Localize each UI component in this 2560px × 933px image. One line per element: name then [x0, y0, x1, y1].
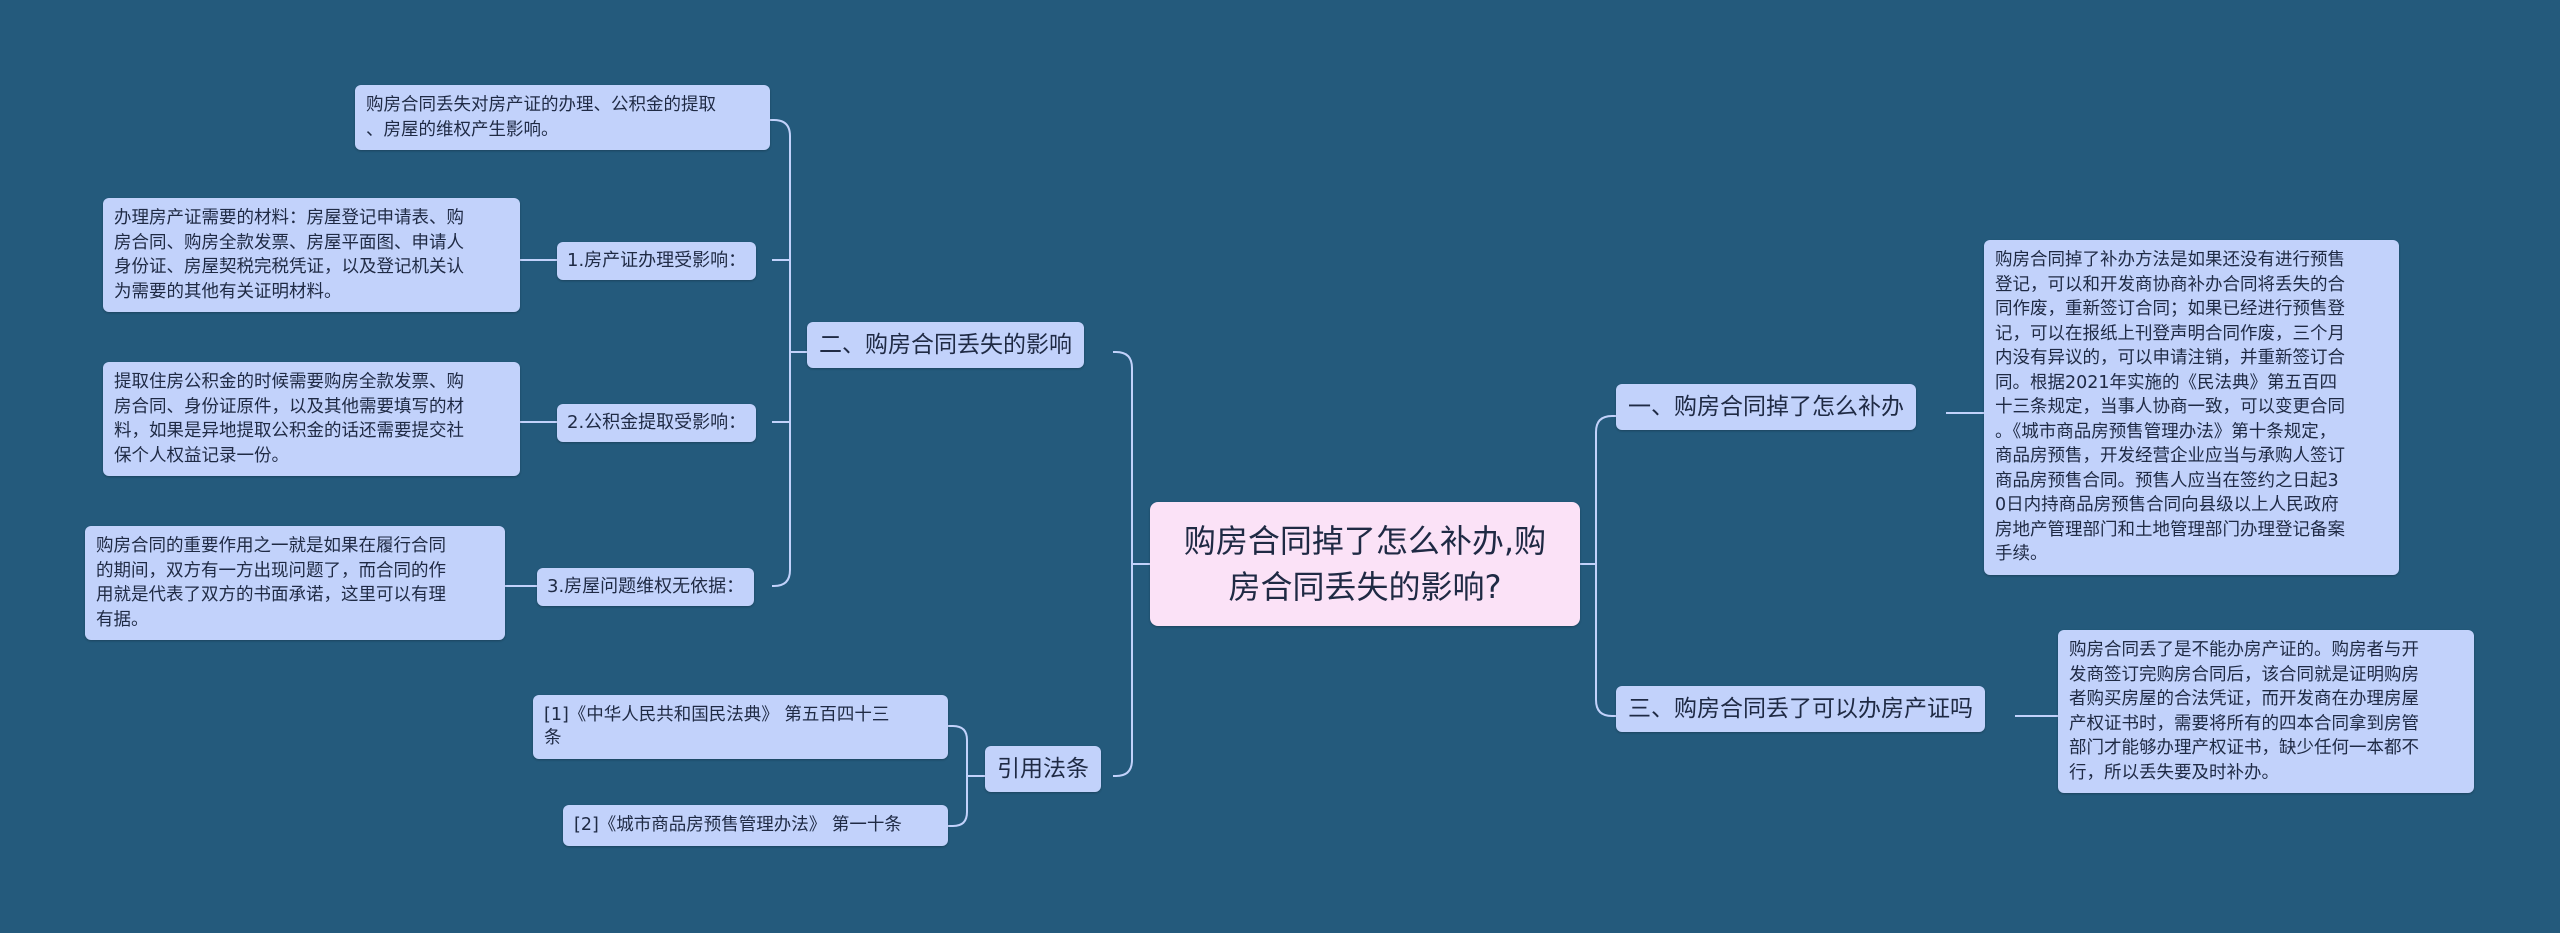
branch-how-to-reissue[interactable]: 一、购房合同掉了怎么补办	[1616, 384, 1916, 430]
detail-how-to-reissue: 购房合同掉了补办方法是如果还没有进行预售 登记，可以和开发商协商补办合同将丢失的…	[1984, 240, 2399, 575]
detail-can-get-certificate: 购房合同丢了是不能办房产证的。购房者与开 发商签订完购房合同后，该合同就是证明购…	[2058, 630, 2474, 793]
connector-impact-item-3	[772, 352, 791, 587]
impact-item-fund[interactable]: 2.公积金提取受影响：	[557, 404, 757, 442]
connector-refs-cite-2	[948, 776, 968, 827]
connector-root-left-impact	[1113, 351, 1150, 565]
impact-item-fund-detail: 提取住房公积金的时候需要购房全款发票、购 房合同、身份证原件，以及其他需要填写的…	[103, 362, 520, 476]
impact-item-certificate[interactable]: 1.房产证办理受影响：	[557, 242, 757, 280]
impact-item-rights[interactable]: 3.房屋问题维权无依据：	[537, 568, 755, 606]
connector-refs-cite-1	[948, 725, 985, 777]
connector-root-right-3	[1595, 564, 1616, 717]
impact-summary: 购房合同丢失对房产证的办理、公积金的提取 、房屋的维权产生影响。	[355, 85, 770, 150]
branch-legal-references[interactable]: 引用法条	[985, 746, 1101, 792]
impact-item-certificate-detail: 办理房产证需要的材料：房屋登记申请表、购 房合同、购房全款发票、房屋平面图、申请…	[103, 198, 520, 312]
connector-impact-summary	[770, 119, 807, 353]
reference-presale-regulation[interactable]: [2]《城市商品房预售管理办法》 第一十条	[563, 805, 948, 846]
connector-root-left-refs	[1113, 564, 1133, 777]
root-topic[interactable]: 购房合同掉了怎么补办,购 房合同丢失的影响?	[1150, 502, 1580, 626]
branch-can-get-certificate[interactable]: 三、购房合同丢了可以办房产证吗	[1616, 686, 1985, 732]
branch-impact-of-loss[interactable]: 二、购房合同丢失的影响	[807, 322, 1084, 368]
impact-item-rights-detail: 购房合同的重要作用之一就是如果在履行合同 的期间，双方有一方出现问题了，而合同的…	[85, 526, 505, 640]
reference-civil-code[interactable]: [1]《中华人民共和国民法典》 第五百四十三 条	[533, 695, 948, 759]
connector-root-right-1	[1580, 415, 1616, 565]
